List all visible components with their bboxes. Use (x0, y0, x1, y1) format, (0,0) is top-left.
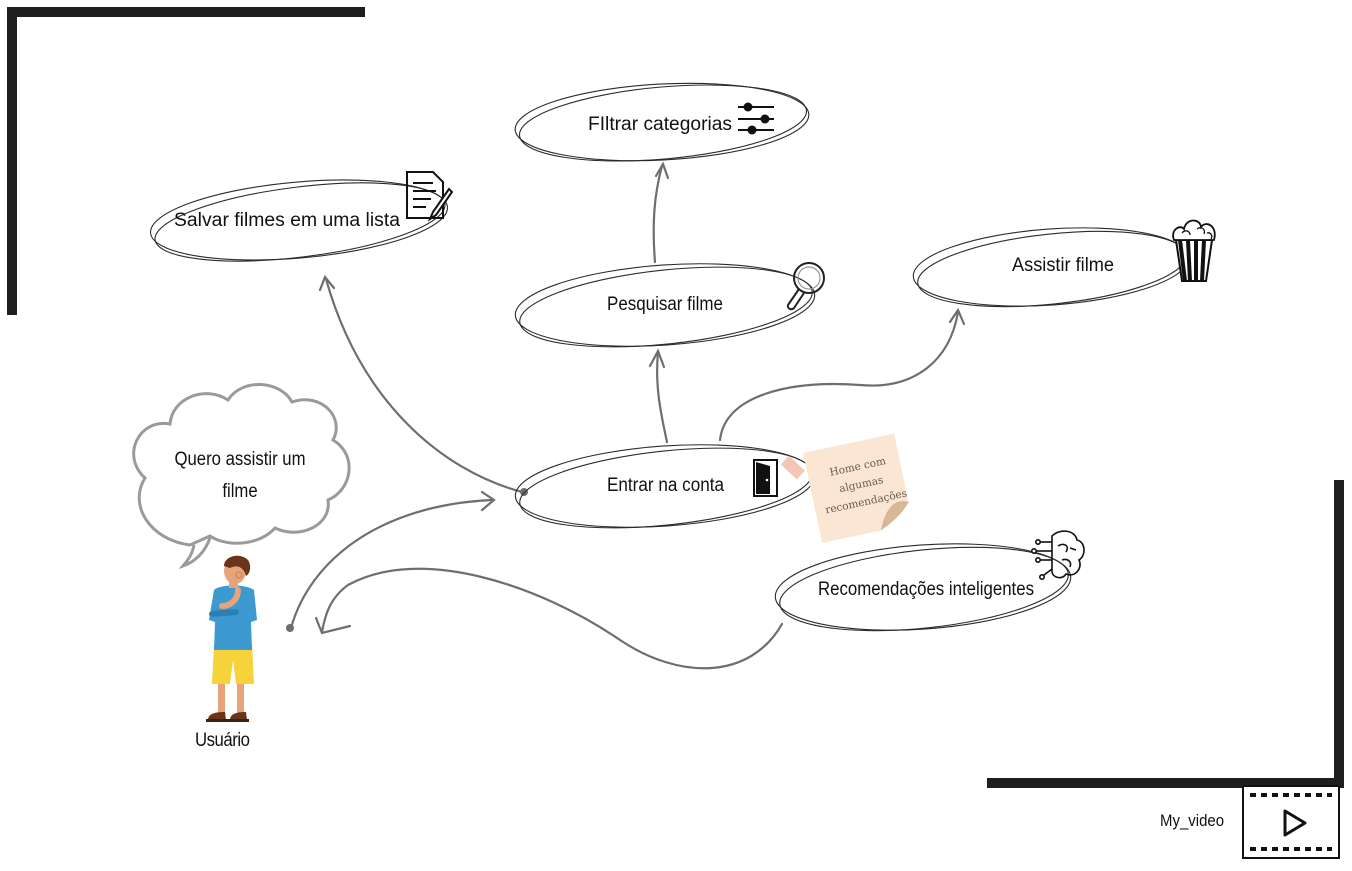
arrowhead-entrar (480, 490, 496, 512)
thought-text: Quero assistir um filme (174, 449, 306, 502)
node-label-recomendacoes: Recomendações inteligentes (818, 579, 1034, 600)
connector-dot-usuario (286, 624, 294, 632)
node-label-entrar: Entrar na conta (607, 475, 724, 496)
note-tape (780, 455, 805, 480)
popcorn-icon (1172, 219, 1216, 282)
arrowhead-pesquisar (648, 348, 666, 369)
arrow-recomendacoes-to-usuario (320, 567, 784, 670)
sliders-icon (738, 102, 774, 135)
door-icon (753, 459, 778, 497)
brain-circuit-icon (1031, 530, 1085, 580)
node-recomendacoes[interactable] (772, 535, 1073, 643)
thought-cloud (132, 383, 351, 570)
film-perforation-bottom (1250, 847, 1332, 851)
film-play-icon (1283, 809, 1307, 837)
arrow-entrar-to-assistir (718, 310, 960, 442)
user-figure (206, 555, 257, 722)
node-pesquisar[interactable] (513, 255, 818, 360)
arrow-pesquisar-to-filtrar (652, 164, 664, 264)
arrow-usuario-to-entrar (289, 498, 494, 630)
node-label-assistir: Assistir filme (1012, 255, 1114, 276)
film-perforation-top (1250, 793, 1332, 797)
arrow-entrar-to-pesquisar (656, 350, 669, 444)
frame-bar-top-left-horizontal (7, 7, 365, 17)
arrowhead-assistir (948, 307, 966, 326)
arrowhead-filtrar (654, 161, 670, 180)
arrowhead-salvar (318, 274, 336, 292)
sticky-note: Home com algumas recomendações (780, 433, 909, 544)
node-salvar[interactable] (147, 169, 450, 274)
node-label-filtrar: FIltrar categorias (588, 114, 732, 135)
document-pencil-icon (406, 171, 454, 222)
frame-bar-bottom-right-vertical (1334, 480, 1344, 788)
arrow-entrar-to-salvar (324, 277, 524, 494)
node-label-salvar: Salvar filmes em uma lista (174, 210, 400, 231)
video-play-button[interactable] (1242, 785, 1340, 859)
frame-bar-bottom-right-horizontal (987, 778, 1344, 788)
frame-bar-top-left-vertical (7, 7, 17, 315)
arrowhead-usuario (314, 616, 352, 635)
node-label-pesquisar: Pesquisar filme (607, 294, 723, 315)
magnifier-icon (786, 262, 825, 311)
video-label: My_video (1160, 811, 1225, 830)
node-filtrar[interactable] (513, 75, 811, 172)
user-label: Usuário (195, 730, 250, 751)
